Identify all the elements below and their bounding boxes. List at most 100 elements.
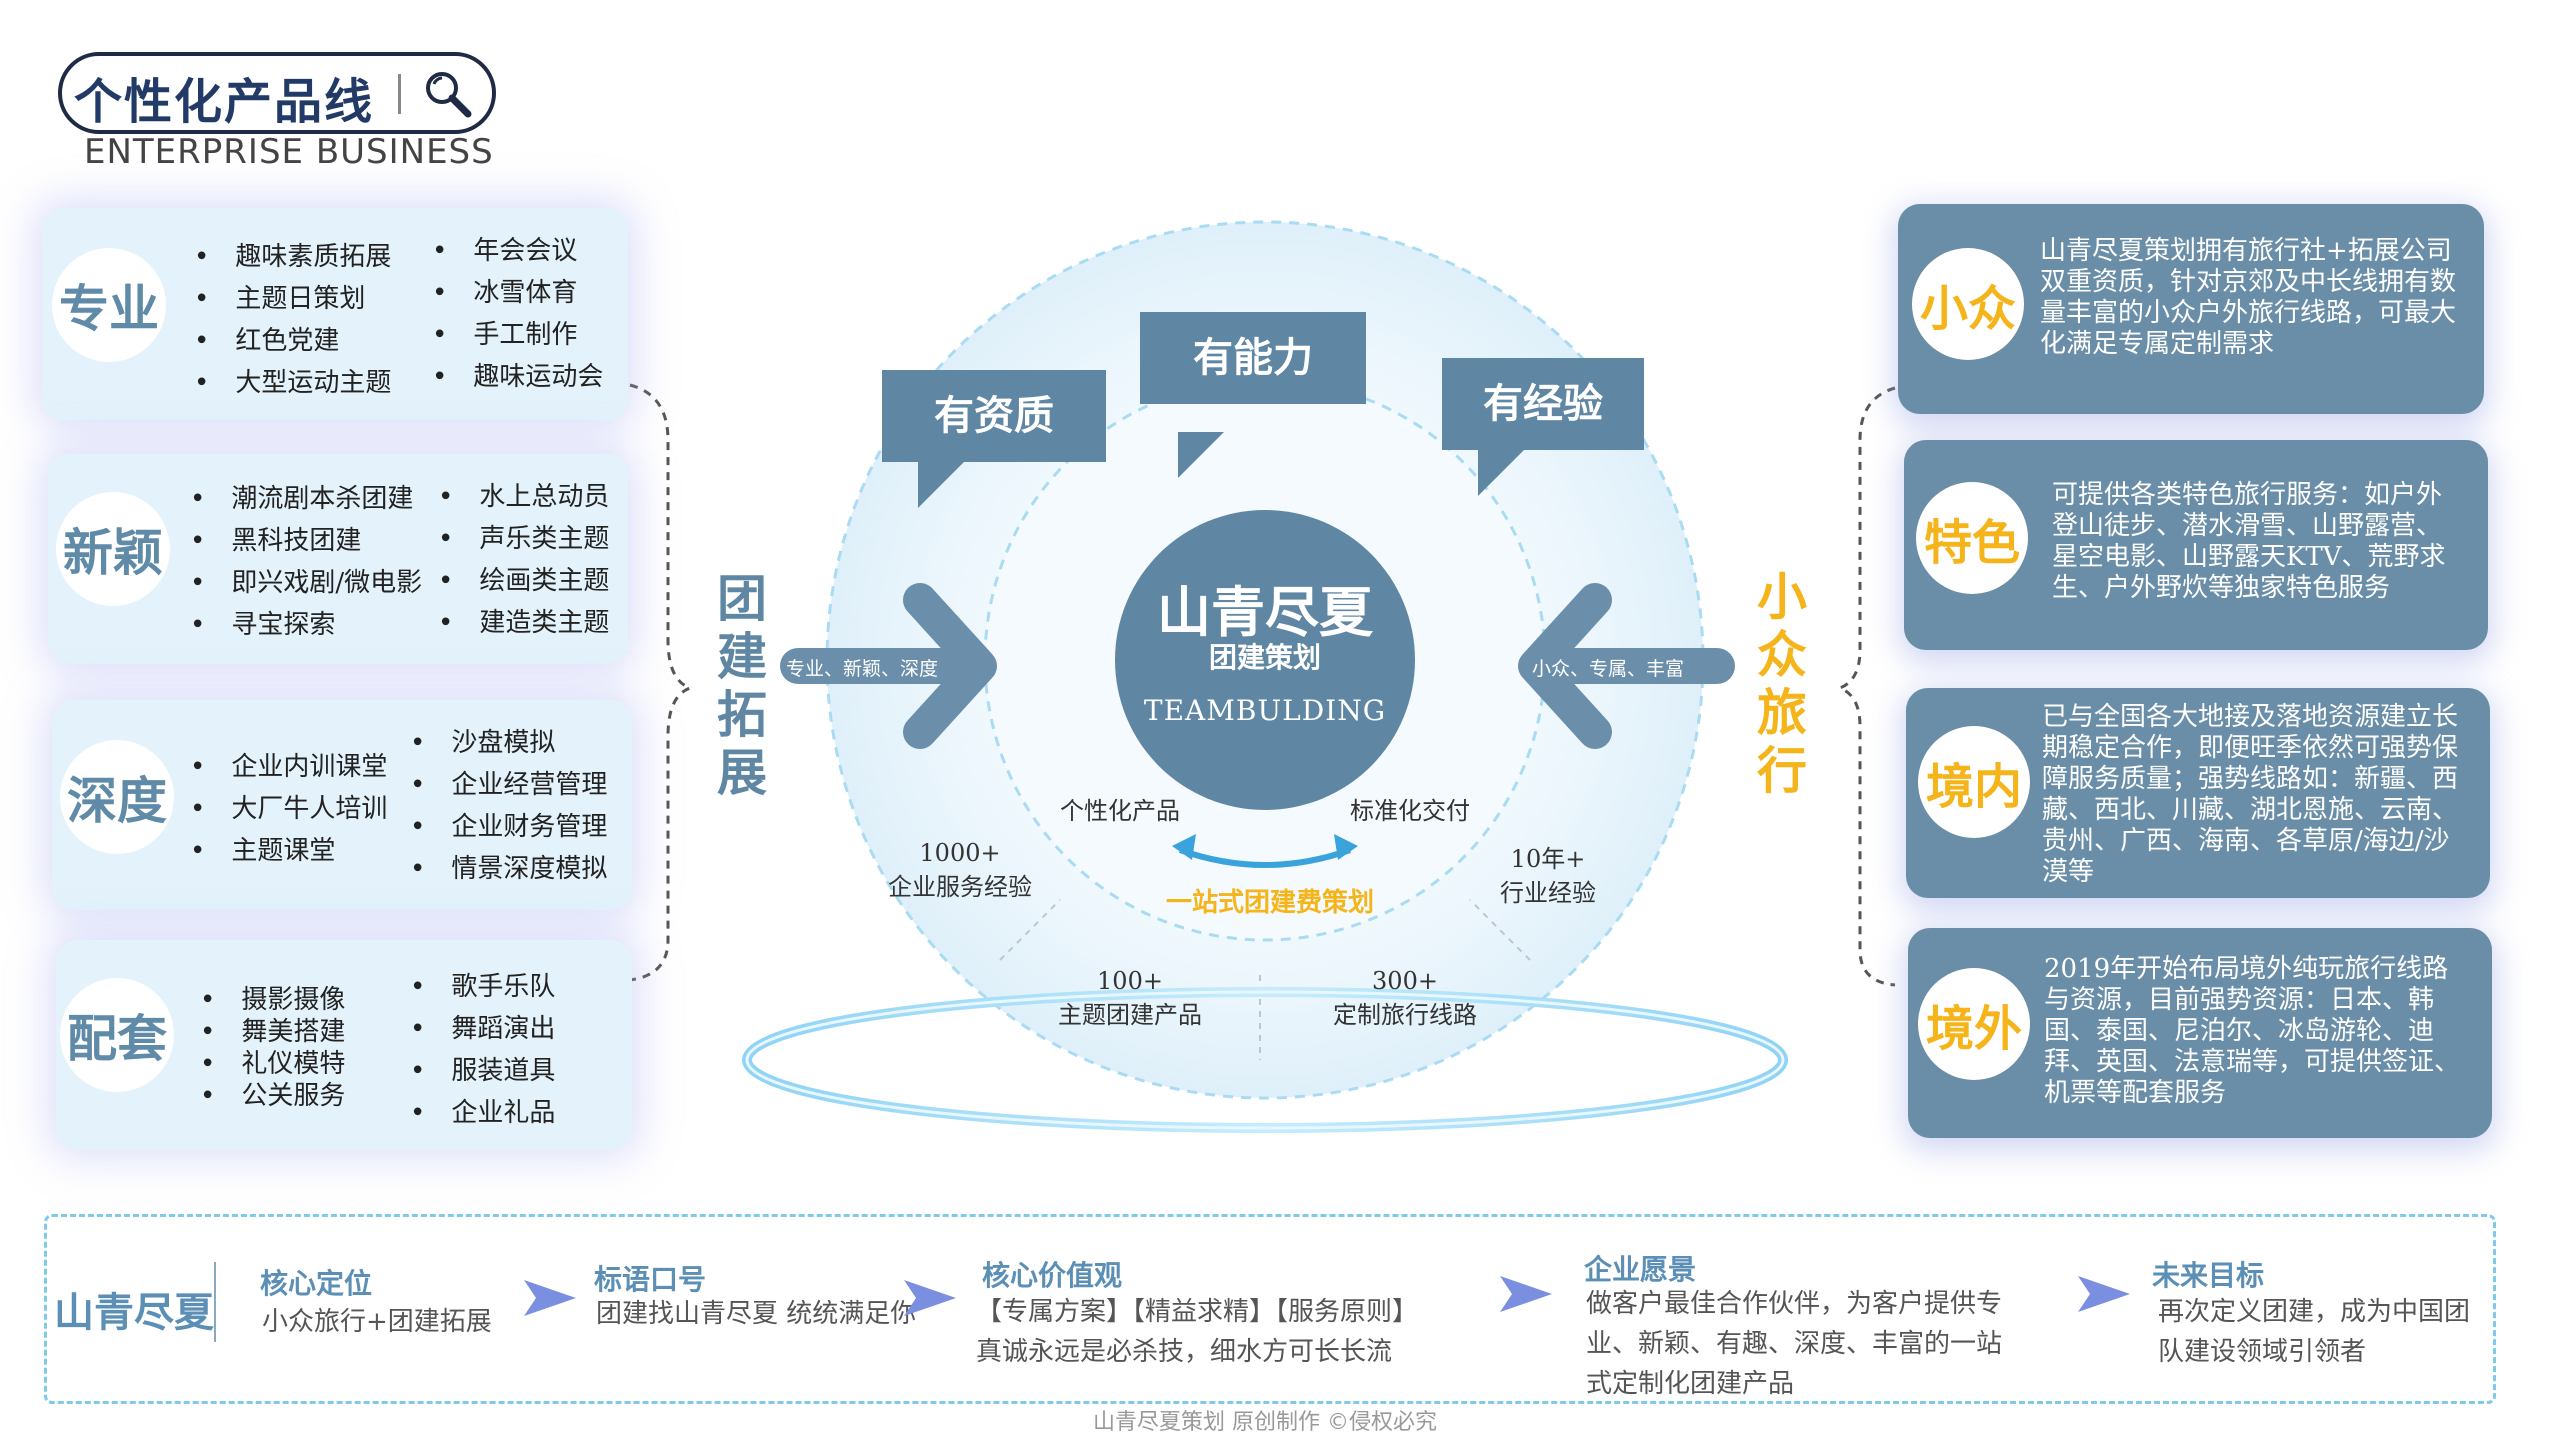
list-item: 寻宝探索 bbox=[190, 604, 422, 646]
card-list: 水上总动员 声乐类主题 绘画类主题 建造类主题 bbox=[438, 476, 609, 644]
card-list: 沙盘模拟 企业经营管理 企业财务管理 情景深度模拟 bbox=[410, 722, 607, 890]
card-label: 小众 bbox=[1912, 248, 2024, 360]
list-item: 沙盘模拟 bbox=[410, 722, 607, 764]
section-text: 团建找山青尽夏 统统满足你 bbox=[596, 1294, 916, 1334]
card-label: 境外 bbox=[1918, 968, 2030, 1080]
stat-label: 企业服务经验 bbox=[888, 873, 1032, 901]
brand-name: 山青尽夏 bbox=[1157, 580, 1373, 644]
list-item: 大型运动主题 bbox=[194, 362, 391, 404]
card-list: 年会会议 冰雪体育 手工制作 趣味运动会 bbox=[432, 230, 603, 398]
section-title: 核心定位 bbox=[260, 1267, 373, 1300]
text-line: 队建设领域引领者 bbox=[2158, 1337, 2367, 1367]
list-item: 年会会议 bbox=[432, 230, 603, 272]
list-item: 情景深度模拟 bbox=[410, 848, 607, 890]
list-item: 趣味素质拓展 bbox=[194, 236, 391, 278]
text-line: 真诚永远是必杀技，细水方可长长流 bbox=[976, 1337, 1393, 1367]
list-item: 企业礼品 bbox=[410, 1092, 555, 1134]
list-item: 礼仪模特 bbox=[200, 1048, 345, 1080]
list-item: 舞蹈演出 bbox=[410, 1008, 555, 1050]
right-arrow-text: 小众、专属、丰富 bbox=[1532, 658, 1685, 680]
brand-english: TEAMBULDING bbox=[1143, 694, 1387, 727]
list-item: 潮流剧本杀团建 bbox=[190, 478, 422, 520]
stat-number: 300+ bbox=[1372, 967, 1438, 995]
bottom-panel bbox=[44, 1214, 2496, 1404]
stat-number: 1000+ bbox=[919, 839, 1001, 867]
stat-label: 主题团建产品 bbox=[1058, 1001, 1202, 1029]
list-item: 企业内训课堂 bbox=[190, 746, 387, 788]
bubble-qualification: 有资质 bbox=[882, 370, 1106, 462]
arrow-right-icon bbox=[2078, 1276, 2130, 1312]
arrow-right-icon bbox=[524, 1280, 576, 1316]
text-line: 小众旅行+团建拓展 bbox=[262, 1307, 492, 1337]
text-line: 再次定义团建，成为中国团 bbox=[2158, 1297, 2471, 1327]
arrow-right-icon bbox=[1500, 1276, 1552, 1312]
bubble-capability: 有能力 bbox=[1140, 312, 1366, 404]
list-item: 公关服务 bbox=[200, 1080, 345, 1112]
list-item: 水上总动员 bbox=[438, 476, 609, 518]
footer-copyright: 山青尽夏策划 原创制作 ©侵权必究 bbox=[1093, 1410, 1437, 1435]
card-label: 特色 bbox=[1916, 482, 2028, 594]
section-text: 小众旅行+团建拓展 bbox=[262, 1302, 492, 1342]
card-list: 趣味素质拓展 主题日策划 红色党建 大型运动主题 bbox=[194, 236, 391, 404]
stat-enterprise: 1000+ 企业服务经验 bbox=[870, 836, 1050, 904]
bubble-experience: 有经验 bbox=[1442, 358, 1644, 450]
card-label: 境内 bbox=[1918, 726, 2030, 838]
list-item: 摄影摄像 bbox=[200, 984, 345, 1016]
list-item: 冰雪体育 bbox=[432, 272, 603, 314]
card-description: 已与全国各大地接及落地资源建立长期稳定合作，即便旺季依然可强势保障服务质量；强势… bbox=[2042, 702, 2459, 887]
card-label: 专业 bbox=[52, 248, 166, 362]
section-text: 再次定义团建，成为中国团 队建设领域引领者 bbox=[2158, 1292, 2470, 1372]
stat-routes: 300+ 定制旅行线路 bbox=[1315, 964, 1495, 1032]
section-title: 标语口号 bbox=[594, 1263, 707, 1296]
header-badge bbox=[58, 52, 496, 134]
list-item: 手工制作 bbox=[432, 314, 603, 356]
list-item: 主题课堂 bbox=[190, 830, 387, 872]
search-icon bbox=[426, 72, 472, 118]
text-line: 团建找山青尽夏 统统满足你 bbox=[596, 1299, 917, 1329]
section-text: 做客户最佳合作伙伴，为客户提供专 业、新颖、有趣、深度、丰富的一站 式定制化团建… bbox=[1586, 1284, 2002, 1404]
text-line: 式定制化团建产品 bbox=[1586, 1369, 1795, 1399]
list-item: 主题日策划 bbox=[194, 278, 391, 320]
section-title: 企业愿景 bbox=[1584, 1253, 1697, 1286]
card-list: 摄影摄像 舞美搭建 礼仪模特 公关服务 bbox=[200, 984, 345, 1112]
section-title: 核心价值观 bbox=[982, 1259, 1123, 1292]
bottom-divider bbox=[214, 1262, 216, 1342]
text-line: 做客户最佳合作伙伴，为客户提供专 bbox=[1586, 1289, 2003, 1319]
stat-industry: 10年+ 行业经验 bbox=[1458, 842, 1638, 910]
text-line: 【专属方案】【精益求精】【服务原则】 bbox=[976, 1297, 1419, 1327]
header-divider bbox=[398, 74, 401, 114]
list-item: 服装道具 bbox=[410, 1050, 555, 1092]
stat-label: 定制旅行线路 bbox=[1333, 1001, 1477, 1029]
section-text: 【专属方案】【精益求精】【服务原则】 真诚永远是必杀技，细水方可长长流 bbox=[976, 1292, 1418, 1372]
card-description: 可提供各类特色旅行服务：如户外登山徒步、潜水滑雪、山野露营、星空电影、山野露天K… bbox=[2052, 480, 2446, 603]
card-description: 2019年开始布局境外纯玩旅行线路与资源，目前强势资源：日本、韩国、泰国、尼泊尔… bbox=[2044, 954, 2461, 1108]
text-line: 业、新颖、有趣、深度、丰富的一站 bbox=[1586, 1329, 2003, 1359]
vertical-label-niche-travel: 小众旅行 bbox=[1757, 567, 1807, 800]
list-item: 绘画类主题 bbox=[438, 560, 609, 602]
page-subtitle: ENTERPRISE BUSINESS bbox=[84, 132, 494, 172]
list-item: 即兴戏剧/微电影 bbox=[190, 562, 422, 604]
page-title: 个性化产品线 bbox=[74, 74, 375, 130]
brand-subtitle: 团建策划 bbox=[1208, 641, 1321, 674]
list-item: 舞美搭建 bbox=[200, 1016, 345, 1048]
card-label: 新颖 bbox=[56, 492, 170, 606]
card-list: 歌手乐队 舞蹈演出 服装道具 企业礼品 bbox=[410, 966, 555, 1134]
tag-standardized: 标准化交付 bbox=[1350, 797, 1470, 825]
vertical-label-teambuilding: 团建拓展 bbox=[717, 569, 767, 802]
stat-themes: 100+ 主题团建产品 bbox=[1040, 964, 1220, 1032]
card-description: 山青尽夏策划拥有旅行社+拓展公司双重资质，针对京郊及中长线拥有数量丰富的小众户外… bbox=[2040, 236, 2457, 359]
stat-number: 100+ bbox=[1097, 967, 1163, 995]
card-list: 企业内训课堂 大厂牛人培训 主题课堂 bbox=[190, 746, 387, 872]
card-label: 深度 bbox=[60, 740, 174, 854]
list-item: 声乐类主题 bbox=[438, 518, 609, 560]
card-label: 配套 bbox=[60, 978, 174, 1092]
arrow-right-icon bbox=[904, 1280, 956, 1316]
one-stop-label: 一站式团建费策划 bbox=[1165, 888, 1374, 918]
bottom-brand: 山青尽夏 bbox=[54, 1289, 214, 1336]
card-list: 潮流剧本杀团建 黑科技团建 即兴戏剧/微电影 寻宝探索 bbox=[190, 478, 422, 646]
stat-label: 行业经验 bbox=[1500, 879, 1596, 907]
list-item: 黑科技团建 bbox=[190, 520, 422, 562]
stat-number: 10年+ bbox=[1510, 845, 1586, 873]
list-item: 企业经营管理 bbox=[410, 764, 607, 806]
list-item: 红色党建 bbox=[194, 320, 391, 362]
